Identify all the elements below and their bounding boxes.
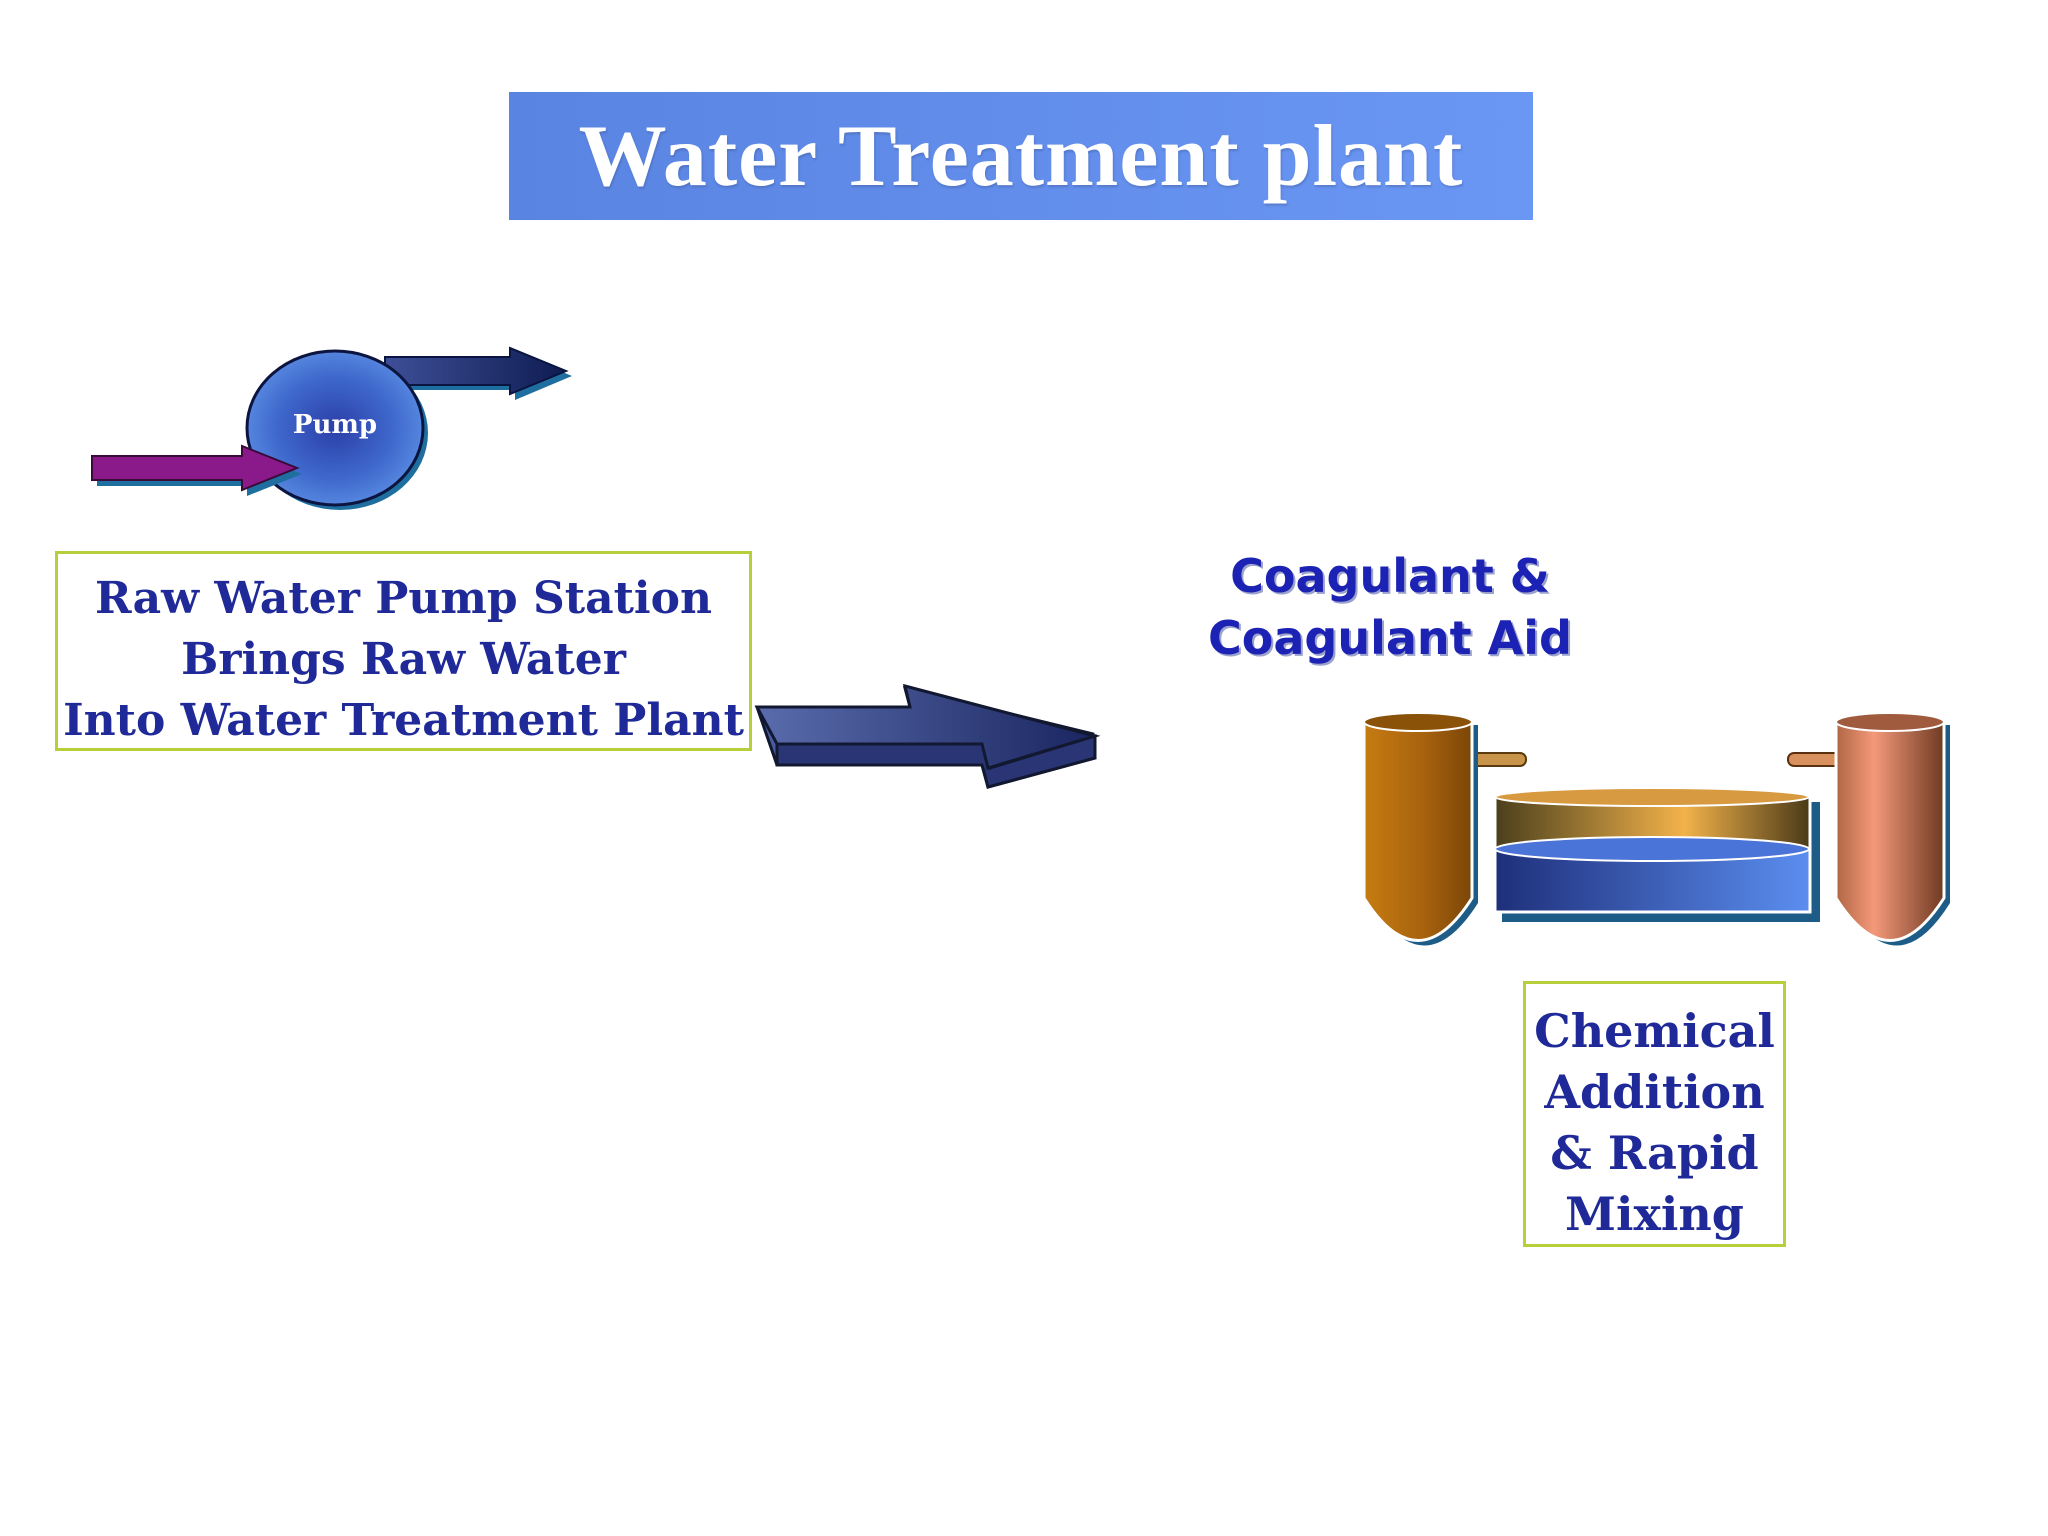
mixing-line: & Rapid	[1550, 1126, 1759, 1180]
mixing-line: Mixing	[1565, 1187, 1744, 1241]
pump-station-line: Raw Water Pump Station	[95, 573, 712, 624]
pump-station-line: Brings Raw Water	[181, 634, 626, 685]
mixing-line: Addition	[1544, 1065, 1765, 1119]
pump-label: Pump	[292, 410, 378, 440]
mixing-line: Chemical	[1534, 1004, 1775, 1058]
coagulant-line: Coagulant &	[1230, 549, 1550, 603]
coagulant-label: Coagulant & Coagulant Aid	[1190, 545, 1590, 669]
coagulant-line: Coagulant Aid	[1208, 611, 1572, 665]
rapid-mix-unit-icon	[1362, 712, 1950, 946]
pump-station-box: Raw Water Pump Station Brings Raw Water …	[55, 551, 752, 751]
flow-arrow	[754, 683, 1101, 789]
title-banner: Water Treatment plant	[509, 92, 1533, 220]
pump-inlet-arrow	[91, 444, 302, 496]
pump-station-line: Into Water Treatment Plant	[63, 695, 744, 746]
page-title: Water Treatment plant	[578, 107, 1464, 205]
rapid-mixing-box: Chemical Addition & Rapid Mixing	[1523, 981, 1786, 1247]
